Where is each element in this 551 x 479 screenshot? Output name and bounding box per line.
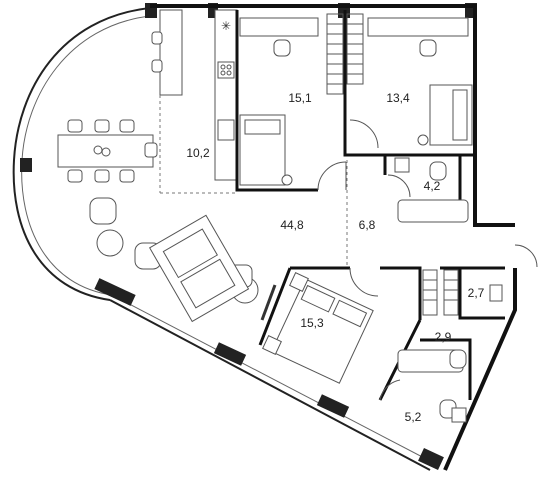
bathroom-2-fixtures [397,284,503,423]
bathroom-1-fixtures [394,157,469,223]
area-label-wc: 2,9 [435,330,452,344]
area-label-bedroom-1: 15,1 [288,91,312,105]
room-labels: 44,8 10,2 15,1 13,4 4,2 6,8 15,3 2,7 2,9… [186,91,484,424]
area-label-master-bedroom: 15,3 [300,316,324,330]
exterior-walls [150,4,517,471]
area-label-living: 44,8 [280,218,304,232]
dining-set [57,119,158,183]
area-label-hall: 6,8 [359,218,376,232]
closets [326,13,459,316]
sofa [149,214,250,323]
area-label-bathroom-2: 5,2 [405,410,422,424]
curved-facade [12,7,433,471]
kitchen-fixtures: ✳ [151,19,235,141]
facade-columns [20,3,477,470]
svg-text:✳: ✳ [221,19,231,33]
area-label-bedroom-2: 13,4 [386,91,410,105]
bedroom-2-furniture [367,17,473,146]
bedroom-1-furniture [239,17,319,186]
master-bedroom-furniture [260,272,374,384]
area-label-kitchen: 10,2 [186,146,210,160]
doors [317,119,538,401]
area-label-bathroom-1: 4,2 [424,179,441,193]
area-label-storage: 2,7 [468,286,485,300]
